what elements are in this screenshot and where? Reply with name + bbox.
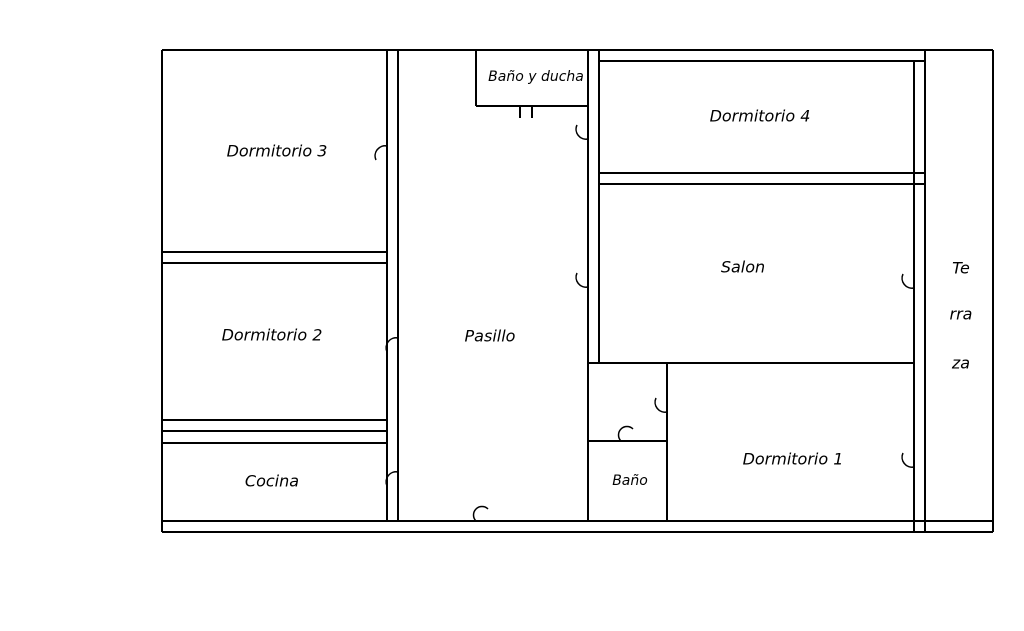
corridor-walls <box>587 50 600 521</box>
room-label-cocina: Cocina <box>245 472 299 491</box>
left-column-walls <box>162 50 399 521</box>
room-label-terraza-3: za <box>951 354 970 373</box>
door-pasillo <box>472 505 489 522</box>
doors <box>374 124 915 522</box>
door-cocina <box>385 471 399 487</box>
room-label-bano: Baño <box>612 473 648 489</box>
door-dormitorio-2 <box>385 337 399 353</box>
room-label-bano-ducha: Baño y ducha <box>488 69 584 85</box>
outer-walls <box>161 49 994 533</box>
room-label-dormitorio-2: Dormitorio 2 <box>222 326 323 345</box>
room-label-terraza-2: rra <box>950 305 973 324</box>
door-dormitorio-3 <box>374 145 388 161</box>
room-label-terraza-1: Te <box>952 259 970 278</box>
door-bano-ducha <box>575 124 589 140</box>
room-label-dormitorio-3: Dormitorio 3 <box>227 142 328 161</box>
bathroom-shower-walls <box>475 50 588 118</box>
right-block-walls <box>588 50 926 532</box>
door-salon <box>901 273 915 289</box>
room-label-pasillo: Pasillo <box>465 327 516 346</box>
room-label-salon: Salon <box>721 258 765 277</box>
room-label-dormitorio-1: Dormitorio 1 <box>743 450 844 469</box>
door-bano <box>617 425 634 442</box>
room-label-dormitorio-4: Dormitorio 4 <box>710 107 811 126</box>
door-corridor-right <box>575 272 589 288</box>
door-bano-upper <box>654 397 668 413</box>
door-dormitorio-1 <box>901 452 915 468</box>
